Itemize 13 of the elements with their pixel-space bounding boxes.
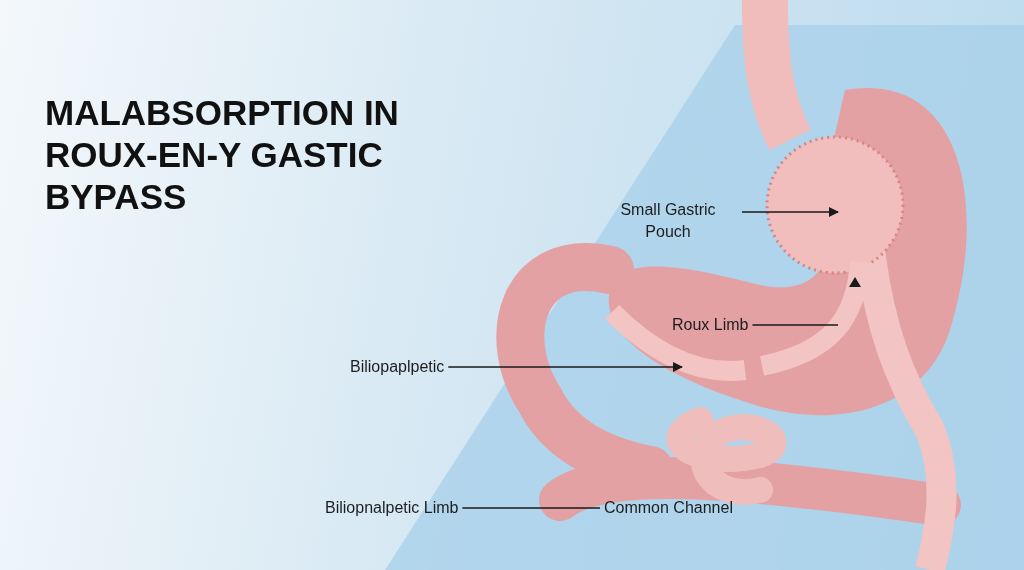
intestinal-limb — [759, 260, 870, 376]
leader-line — [461, 507, 601, 509]
arrow — [741, 207, 839, 217]
pouch-label: Small Gastric Pouch — [598, 199, 738, 243]
limb-label: Roux Limb — [672, 314, 749, 336]
title: MALABSORPTION IN ROUX-EN-Y GASTIC BYPASS — [45, 92, 400, 218]
gastric-pouch — [765, 135, 905, 275]
limb-label: Biliopnalpetic Limb — [325, 497, 459, 519]
arrow — [447, 362, 683, 372]
limb-label: Biliopaplpetic — [350, 356, 445, 378]
channel-label: Common Channel — [604, 497, 733, 519]
leader-line — [751, 324, 839, 326]
intestinal-limb — [605, 304, 746, 381]
